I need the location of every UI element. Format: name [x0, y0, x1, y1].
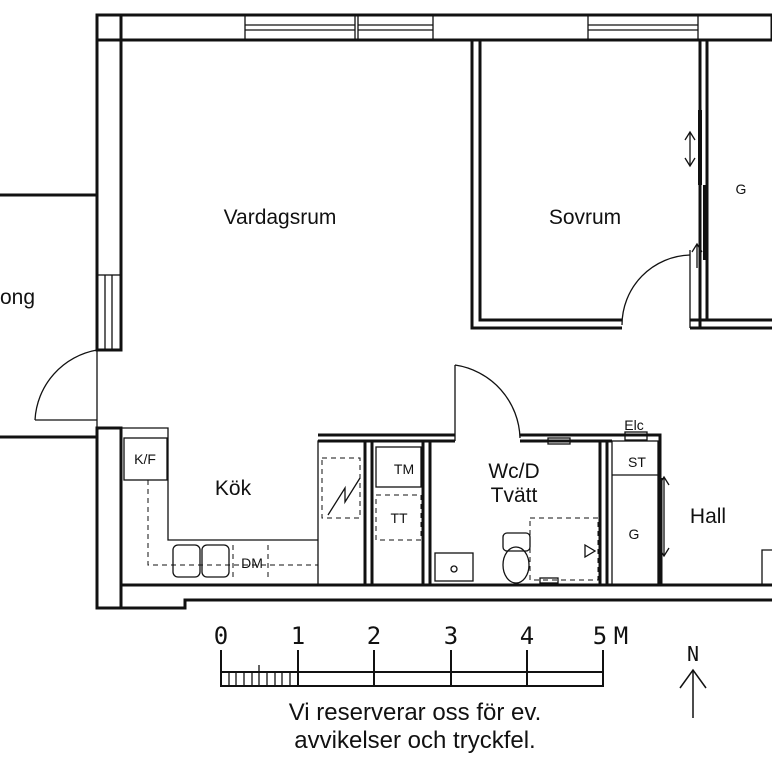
- label-tumble-dryer: TT: [390, 510, 408, 526]
- north-label: N: [687, 642, 699, 666]
- scale-tick-5: 5: [593, 622, 607, 650]
- bathroom-door: [454, 364, 521, 441]
- scale-tick-4: 4: [520, 622, 534, 650]
- window-left: [96, 274, 122, 351]
- kitchen-counters: [121, 427, 318, 578]
- disclaimer-line-2: avvikelser och tryckfel.: [294, 727, 535, 754]
- hall-wall: [761, 549, 772, 585]
- room-label-living: Vardagsrum: [224, 206, 337, 229]
- north-arrow-icon: [679, 668, 707, 718]
- room-label-balcony: ong: [0, 286, 35, 309]
- label-wardrobe-bedroom: G: [736, 181, 747, 197]
- balcony-outline: [0, 193, 97, 439]
- scale-tick-0: 0: [214, 622, 228, 650]
- room-label-laundry: Tvätt: [491, 484, 538, 507]
- outer-walls: [95, 13, 772, 610]
- label-wardrobe-hall: G: [629, 526, 640, 542]
- disclaimer-line-1: Vi reserverar oss för ev.: [289, 699, 542, 726]
- windows-top: [244, 14, 699, 41]
- label-dishwasher: DM: [241, 555, 263, 571]
- room-label-kitchen: Kök: [215, 477, 252, 500]
- room-label-hall: Hall: [690, 505, 726, 528]
- bathroom-fixtures: [434, 437, 599, 584]
- storage-area: [611, 431, 670, 586]
- room-label-bathroom: Wc/D: [488, 460, 539, 483]
- bedroom-door: [621, 250, 691, 328]
- balcony-door: [34, 349, 98, 428]
- room-label-bedroom: Sovrum: [549, 206, 621, 229]
- bathroom-walls: [318, 433, 662, 585]
- label-washing-machine: TM: [394, 461, 414, 477]
- scale-unit: M: [614, 622, 628, 650]
- scale-tick-3: 3: [444, 622, 458, 650]
- shaft: [317, 440, 366, 586]
- label-electric-cabinet: Elc: [624, 417, 643, 433]
- scale-tick-1: 1: [291, 622, 305, 650]
- wardrobe-sliding-arrows: [684, 110, 707, 268]
- bedroom-walls: [470, 40, 772, 330]
- label-storage: ST: [628, 454, 646, 470]
- laundry-machines: [375, 446, 422, 541]
- scale-bar: [220, 650, 604, 687]
- label-fridge-freezer: K/F: [134, 451, 156, 467]
- scale-tick-2: 2: [367, 622, 381, 650]
